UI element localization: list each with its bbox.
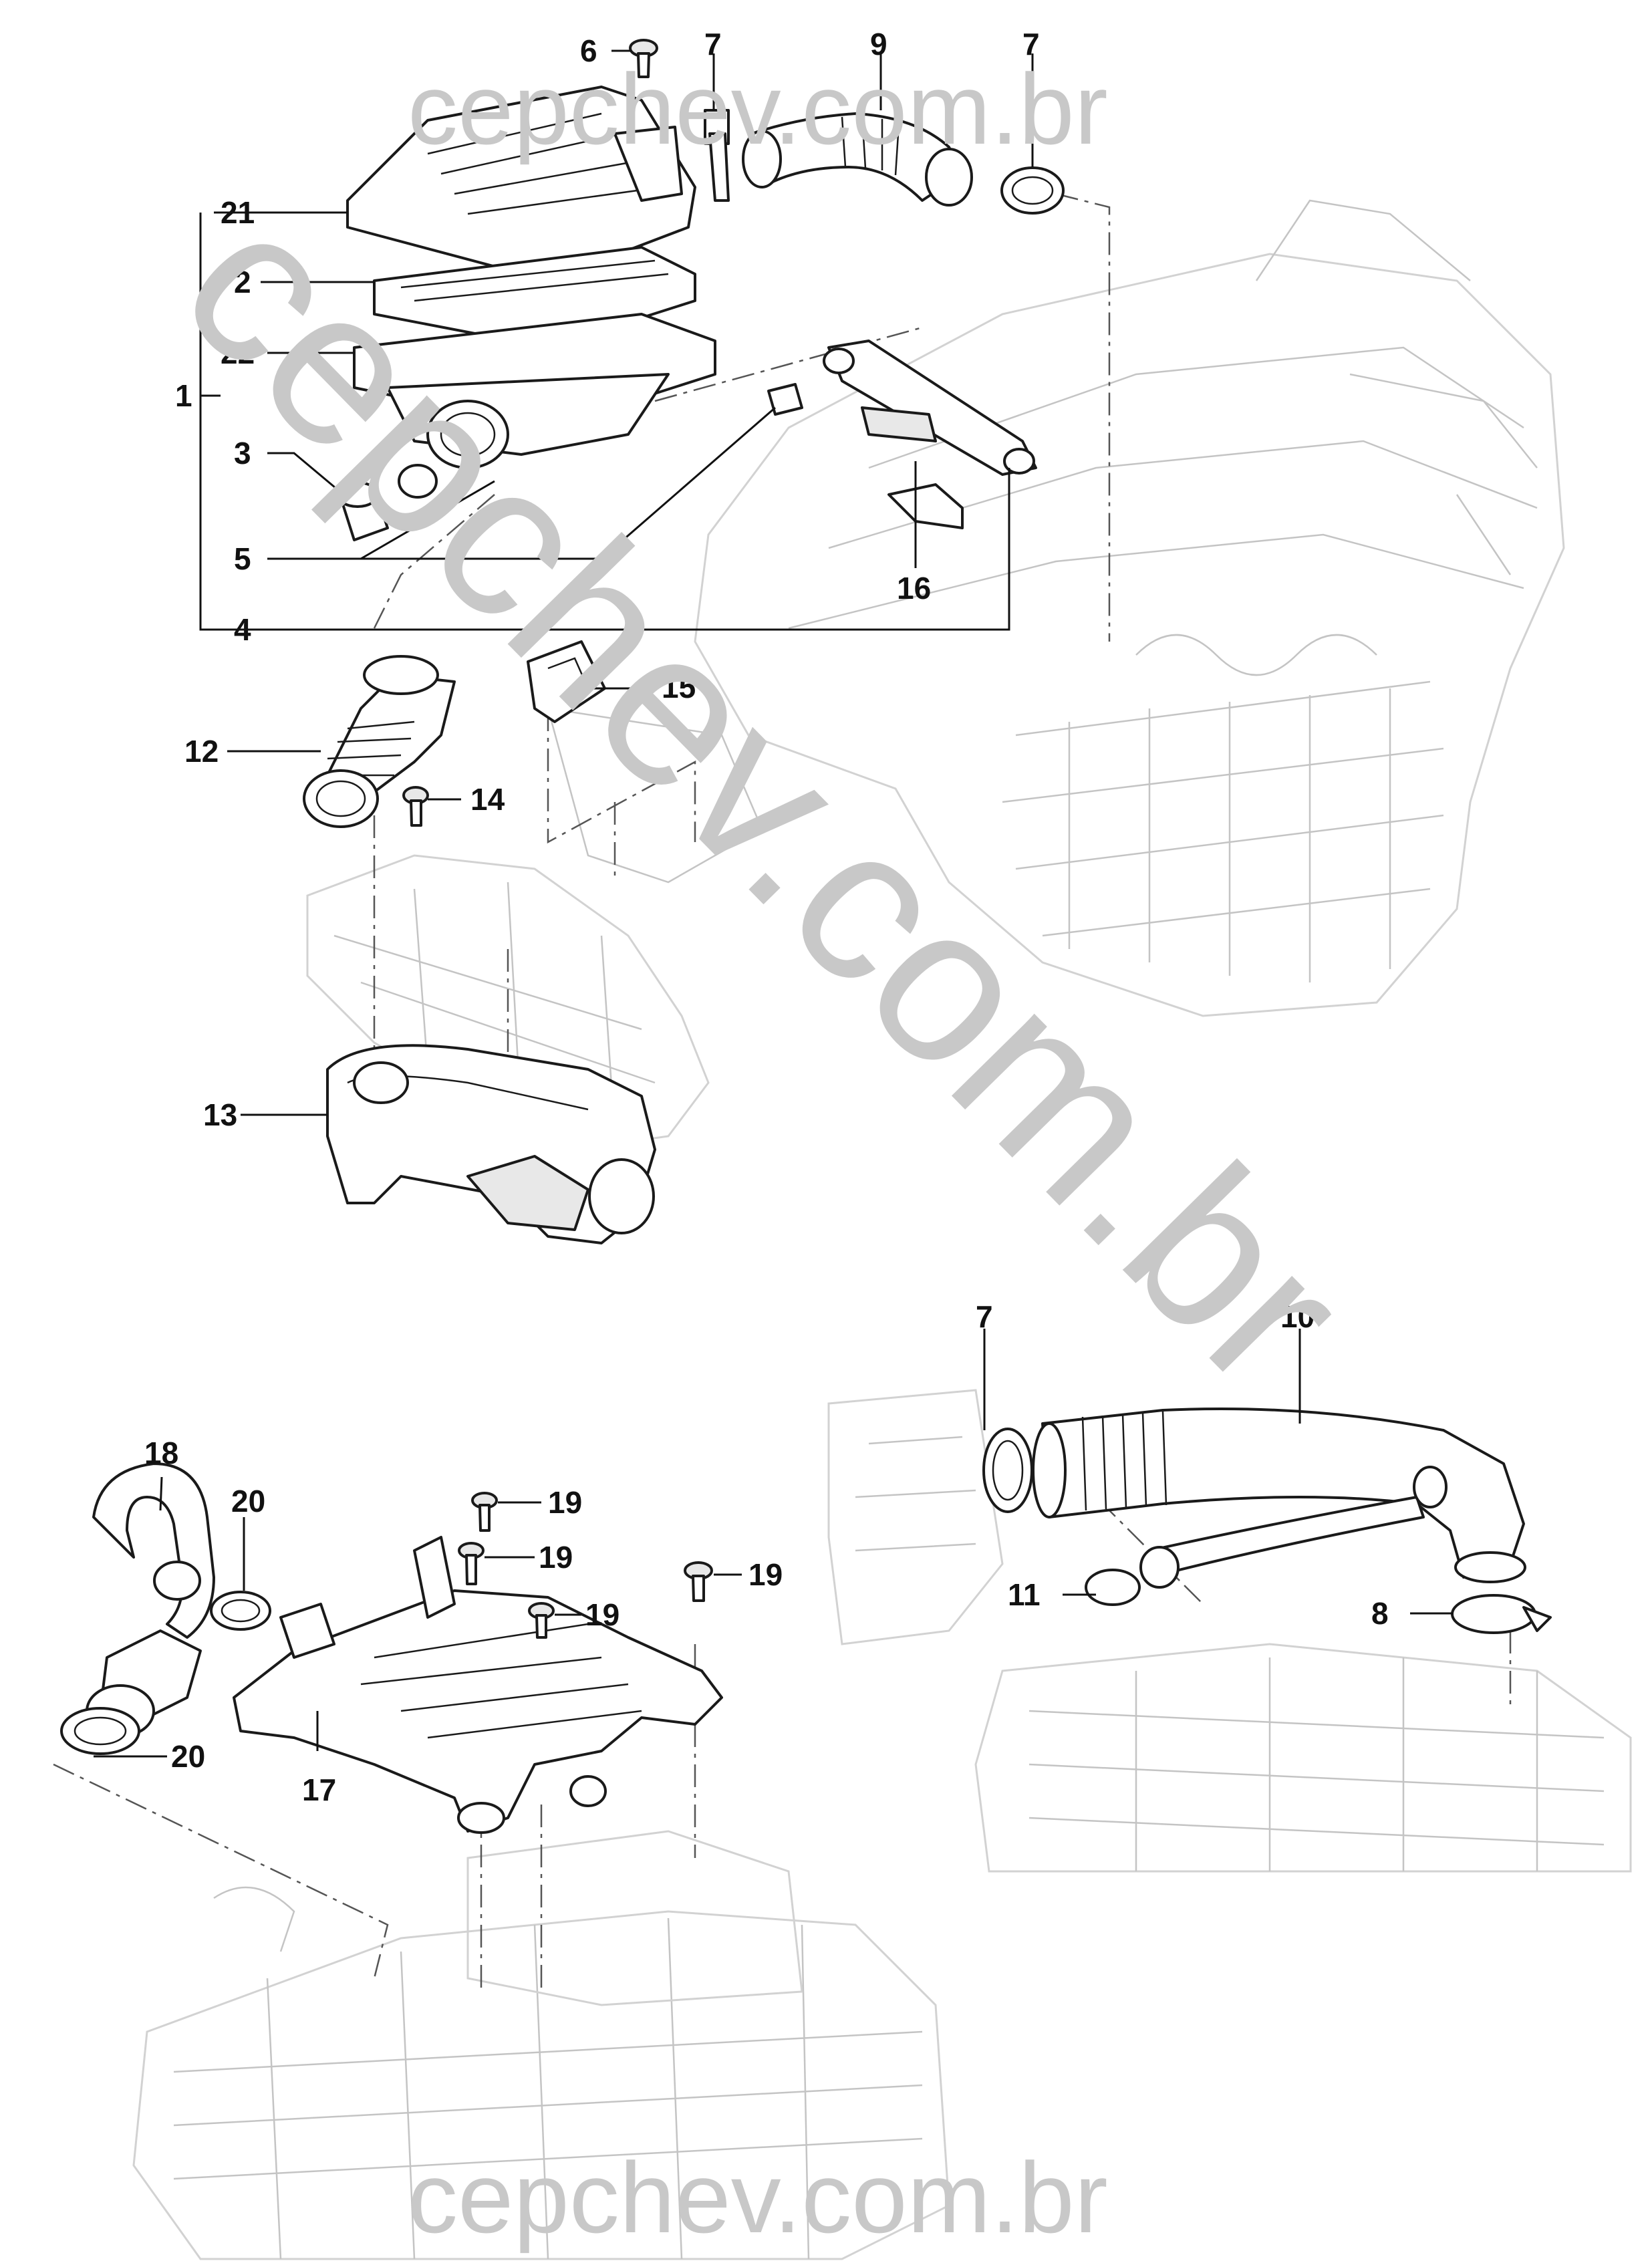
callout-20-upper: 20 xyxy=(231,1484,265,1518)
drain-valve xyxy=(336,481,389,541)
clamp-11 xyxy=(1085,1546,1180,1606)
callout-19-a: 19 xyxy=(548,1485,582,1520)
screw-19-d xyxy=(684,1561,713,1602)
screw-19-b xyxy=(458,1542,485,1585)
callout-1: 1 xyxy=(175,378,192,413)
clamp-7-right xyxy=(982,1428,1033,1513)
callout-8: 8 xyxy=(1371,1596,1389,1631)
callout-2: 2 xyxy=(234,265,251,299)
screw-19-c xyxy=(528,1602,555,1639)
callout-10: 10 xyxy=(1280,1299,1315,1334)
callout-12: 12 xyxy=(184,734,219,769)
callout-9: 9 xyxy=(870,27,887,61)
callout-7-right: 7 xyxy=(976,1299,993,1334)
callouts: 21 2 22 1 3 5 4 6 7 9 7 16 15 12 14 13 7… xyxy=(144,27,1389,1807)
callout-15: 15 xyxy=(662,670,696,704)
callout-16: 16 xyxy=(897,571,931,606)
clip-16 xyxy=(887,483,964,529)
callout-5: 5 xyxy=(234,541,251,576)
clip-15 xyxy=(527,640,606,723)
callout-6: 6 xyxy=(580,33,597,68)
screw-6 xyxy=(629,39,658,78)
hose-18 xyxy=(86,1462,215,1738)
ghost-engine-bottom-right xyxy=(827,1389,1632,1873)
watermark-bottom: cepchev.com.br xyxy=(408,2141,1108,2254)
callout-17: 17 xyxy=(302,1772,336,1807)
callout-11: 11 xyxy=(1008,1577,1041,1612)
callout-4: 4 xyxy=(234,612,251,647)
callout-18: 18 xyxy=(144,1436,178,1470)
screw-14 xyxy=(402,786,429,827)
air-cleaner-base xyxy=(353,313,716,499)
callout-7-top-b: 7 xyxy=(1022,27,1040,61)
callout-3: 3 xyxy=(234,436,251,471)
callout-19-b: 19 xyxy=(539,1540,573,1575)
callout-7-top-a: 7 xyxy=(704,27,722,61)
duct-10 xyxy=(1032,1408,1526,1583)
clamp-7-top-b xyxy=(1000,166,1065,215)
callout-19-d: 19 xyxy=(748,1557,783,1592)
callout-14: 14 xyxy=(470,782,505,817)
callout-13: 13 xyxy=(203,1097,237,1132)
watermarks: cepchev.com.br cepchev.com.br cepchev.co… xyxy=(136,53,1393,2254)
callout-19-c: 19 xyxy=(585,1597,620,1632)
clamp-20-lower xyxy=(60,1707,140,1755)
bracket-4 xyxy=(823,340,1037,476)
leader-lines xyxy=(94,49,1454,1758)
callout-21: 21 xyxy=(221,195,255,230)
cover-17 xyxy=(233,1536,723,1834)
intake-duct-9 xyxy=(742,112,973,207)
clamp-20-upper xyxy=(210,1591,271,1631)
screw-19-a xyxy=(471,1492,498,1532)
hose-12 xyxy=(303,655,456,828)
air-cleaner-cover xyxy=(346,86,696,282)
watermark-top: cepchev.com.br xyxy=(408,53,1108,165)
clamp-7-top-a xyxy=(704,109,730,202)
resonator-13 xyxy=(326,1044,656,1244)
ghost-engine-bottom-left xyxy=(132,1830,950,2260)
callout-20-lower: 20 xyxy=(171,1739,205,1774)
clamp-8 xyxy=(1451,1594,1552,1634)
grommet-5 xyxy=(767,383,803,416)
assembly-lines xyxy=(53,192,1512,1992)
callout-22: 22 xyxy=(221,336,255,370)
